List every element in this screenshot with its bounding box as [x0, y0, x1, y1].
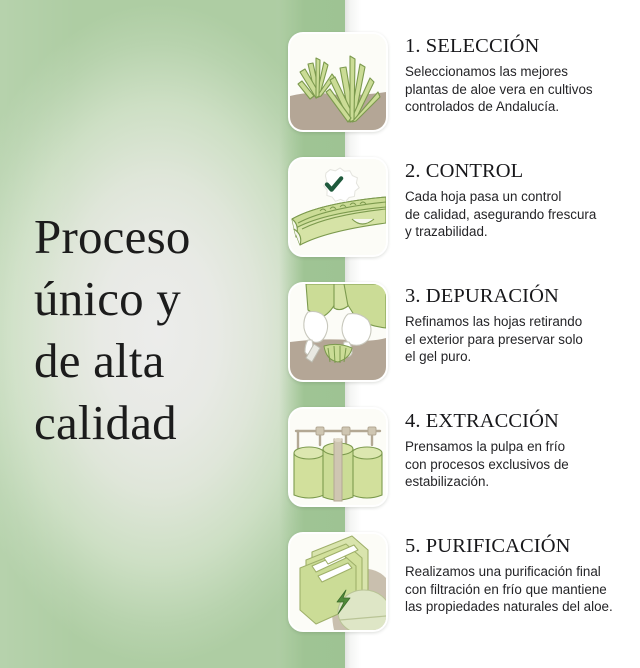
- aloe-leaf-quality-check-icon: [290, 159, 386, 255]
- step-description: Realizamos una purificación final con fi…: [405, 564, 613, 614]
- step-description: Prensamos la pulpa en frío con procesos …: [405, 439, 569, 489]
- gloved-hands-filleting-leaf-icon: [290, 284, 386, 380]
- step-description: Cada hoja pasa un control de calidad, as…: [405, 189, 597, 239]
- process-step: 5. PURIFICACIÓN Realizamos una purificac…: [288, 532, 640, 632]
- step-title: 4. EXTRACCIÓN: [405, 410, 559, 432]
- step-thumbnail: [288, 32, 388, 132]
- storage-tanks-icon: [290, 409, 386, 505]
- step-title: 2. CONTROL: [405, 160, 524, 182]
- step-text-block: 2. CONTROL Cada hoja pasa un control de …: [388, 157, 640, 241]
- step-text-block: 4. EXTRACCIÓN Prensamos la pulpa en frío…: [388, 407, 640, 491]
- process-step: 1. SELECCIÓN Seleccionamos las mejores p…: [288, 32, 640, 132]
- step-thumbnail: [288, 532, 388, 632]
- step-title: 3. DEPURACIÓN: [405, 285, 559, 307]
- filtration-membranes-icon: [290, 534, 386, 630]
- step-text-block: 1. SELECCIÓN Seleccionamos las mejores p…: [388, 32, 640, 116]
- step-description: Seleccionamos las mejores plantas de alo…: [405, 64, 593, 114]
- step-title: 1. SELECCIÓN: [405, 35, 540, 57]
- step-description: Refinamos las hojas retirando el exterio…: [405, 314, 583, 364]
- step-text-block: 3. DEPURACIÓN Refinamos las hojas retira…: [388, 282, 640, 366]
- step-thumbnail: [288, 282, 388, 382]
- step-text-block: 5. PURIFICACIÓN Realizamos una purificac…: [388, 532, 640, 616]
- process-step: 4. EXTRACCIÓN Prensamos la pulpa en frío…: [288, 407, 640, 507]
- process-step: 2. CONTROL Cada hoja pasa un control de …: [288, 157, 640, 257]
- process-step: 3. DEPURACIÓN Refinamos las hojas retira…: [288, 282, 640, 382]
- step-thumbnail: [288, 407, 388, 507]
- aloe-plants-in-soil-icon: [290, 34, 386, 130]
- step-thumbnail: [288, 157, 388, 257]
- page-title: Proceso único y de alta calidad: [34, 209, 191, 450]
- step-title: 5. PURIFICACIÓN: [405, 535, 571, 557]
